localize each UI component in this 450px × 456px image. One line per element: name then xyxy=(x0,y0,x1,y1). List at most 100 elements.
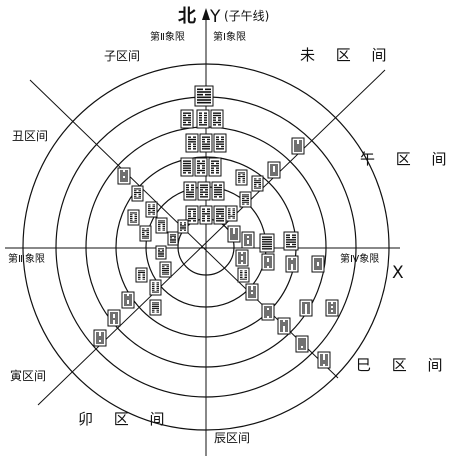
quadrant-4-label: 第Ⅳ象限 xyxy=(340,252,379,265)
hexagram-frame xyxy=(239,191,252,208)
yin-line xyxy=(142,232,145,234)
yin-line xyxy=(216,167,219,169)
yin-line xyxy=(120,170,123,172)
yin-line xyxy=(129,300,132,302)
yang-line xyxy=(188,217,196,220)
yin-line xyxy=(244,242,247,244)
yang-line xyxy=(142,235,149,237)
yin-line xyxy=(244,236,247,238)
yang-line xyxy=(197,101,211,104)
hexagram-frame xyxy=(295,335,309,353)
hexagram-frame xyxy=(299,299,313,317)
yin-line xyxy=(293,258,296,260)
hexagram-frame xyxy=(131,185,144,202)
zone-wu-label: 午 区 间 xyxy=(360,150,450,168)
yang-line xyxy=(158,255,164,257)
yin-line xyxy=(156,287,159,289)
yang-line xyxy=(314,268,322,270)
yang-line xyxy=(138,270,145,272)
yin-line xyxy=(288,266,291,268)
yang-line xyxy=(242,196,249,198)
yang-line xyxy=(294,150,302,152)
yin-line xyxy=(298,346,301,348)
yin-line xyxy=(240,270,243,272)
yin-line xyxy=(221,145,224,148)
hexagram-frame xyxy=(149,299,162,316)
yang-line xyxy=(200,196,208,198)
hexagram-frame xyxy=(185,133,199,153)
yin-line xyxy=(152,287,155,289)
hexagram-frame xyxy=(225,205,238,222)
yin-line xyxy=(307,312,310,314)
hexagram-symbol xyxy=(185,133,199,153)
yang-line xyxy=(180,225,186,227)
yin-line xyxy=(188,143,191,145)
yang-line xyxy=(152,306,159,308)
yin-line xyxy=(218,119,221,121)
yin-line xyxy=(152,284,155,286)
yin-line xyxy=(156,282,159,284)
yang-line xyxy=(214,186,222,189)
axes xyxy=(5,14,400,456)
y-axis-label: Y xyxy=(209,7,221,27)
yin-line xyxy=(110,316,113,318)
yang-line xyxy=(202,213,210,215)
yin-line xyxy=(269,266,272,268)
hexagram-frame xyxy=(159,261,172,278)
yin-line xyxy=(202,165,205,167)
yin-line xyxy=(216,169,219,172)
hexagram-frame xyxy=(167,231,179,246)
hexagram-frame xyxy=(213,133,227,153)
yin-line xyxy=(148,204,151,206)
hexagram-frame xyxy=(208,157,222,177)
yang-line xyxy=(124,296,132,298)
yin-line xyxy=(125,176,128,178)
yin-line xyxy=(197,165,200,167)
north-label: 北 xyxy=(178,6,196,27)
yin-line xyxy=(269,260,272,262)
yin-line xyxy=(244,273,247,275)
yin-line xyxy=(292,234,296,236)
hexagram-symbol xyxy=(299,299,313,317)
yin-line xyxy=(238,262,241,264)
yin-line xyxy=(183,121,186,124)
yin-line xyxy=(325,358,328,360)
yang-line xyxy=(294,148,302,150)
yin-line xyxy=(130,217,133,219)
hexagram-frame xyxy=(261,303,275,321)
yang-line xyxy=(162,268,169,270)
yang-line xyxy=(238,260,246,262)
zone-si-label: 巳 区 间 xyxy=(356,356,450,374)
yin-line xyxy=(202,167,205,169)
yin-line xyxy=(188,148,191,150)
yin-line xyxy=(240,275,243,277)
hexagram-symbol xyxy=(239,191,252,208)
yin-line xyxy=(207,220,210,222)
yang-line xyxy=(170,235,176,237)
yang-line xyxy=(211,165,219,167)
yang-line xyxy=(213,121,221,124)
hexagram-frame xyxy=(325,299,339,317)
yang-line xyxy=(158,220,165,222)
hexagram-frame xyxy=(196,109,210,129)
yin-line xyxy=(293,266,296,268)
yang-line xyxy=(124,298,132,300)
yang-line xyxy=(170,241,176,243)
yin-line xyxy=(314,262,317,264)
yin-line xyxy=(152,286,155,288)
yin-line xyxy=(158,227,161,229)
hexagram-frame xyxy=(235,249,249,267)
yin-line xyxy=(232,210,235,212)
yin-line xyxy=(254,178,257,180)
yang-line xyxy=(262,241,272,243)
yang-line xyxy=(328,312,336,314)
yin-line xyxy=(211,162,214,165)
yang-line xyxy=(211,160,219,162)
yang-line xyxy=(200,186,208,189)
hexagram-symbol xyxy=(194,85,214,107)
yin-line xyxy=(240,272,243,273)
yin-line xyxy=(134,219,137,221)
hexagram-symbol xyxy=(259,233,275,253)
yin-line xyxy=(124,300,127,302)
